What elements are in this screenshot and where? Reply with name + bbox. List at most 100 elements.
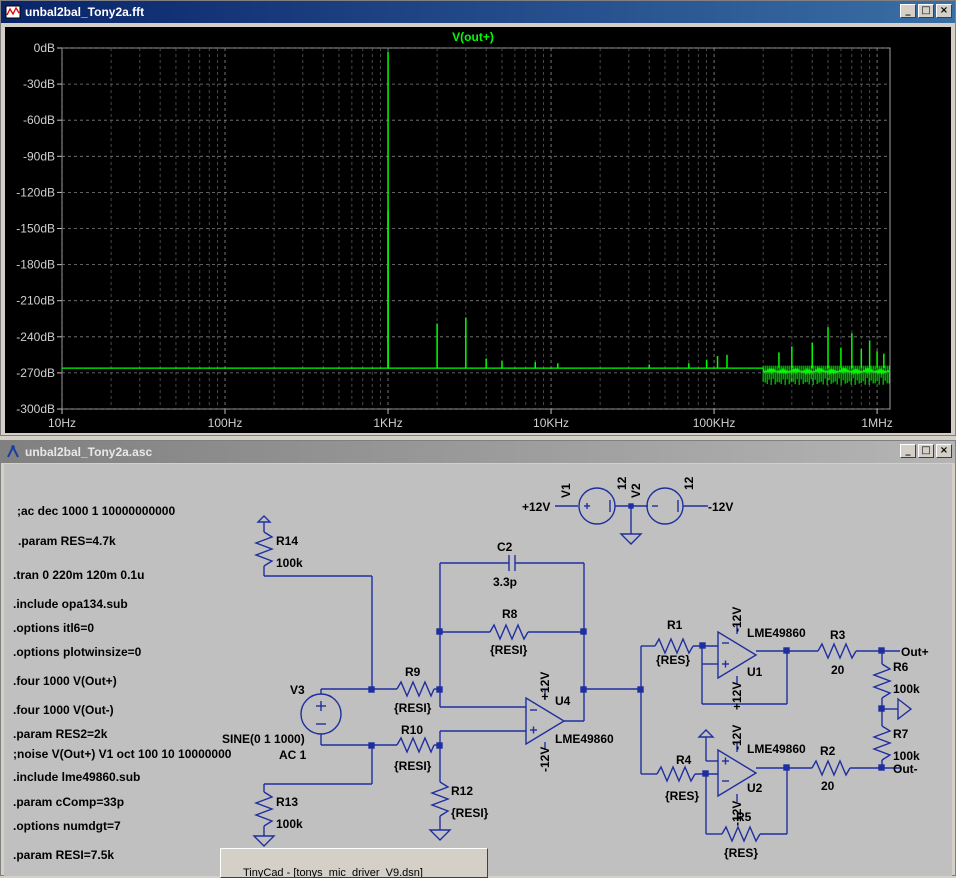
waveform-icon bbox=[5, 4, 21, 20]
u4-vpos: +12V bbox=[538, 672, 552, 700]
r7-label: R7 bbox=[893, 727, 909, 741]
u2-model: LME49860 bbox=[747, 742, 806, 756]
y-tick-label: -150dB bbox=[16, 222, 55, 236]
spice-directive[interactable]: .four 1000 V(Out+) bbox=[13, 674, 117, 688]
y-tick-label: -210dB bbox=[16, 294, 55, 308]
r10-value: {RESI} bbox=[394, 759, 432, 773]
close-button[interactable]: × bbox=[936, 4, 952, 18]
out-plus-label: Out+ bbox=[901, 645, 929, 659]
spice-directive[interactable]: .param RESI=7.5k bbox=[13, 848, 114, 862]
u1-label: U1 bbox=[747, 665, 763, 679]
spice-directive[interactable]: ;noise V(Out+) V1 oct 100 10 10000000 bbox=[13, 747, 232, 761]
v3-value: SINE(0 1 1000) bbox=[222, 732, 305, 746]
minus12v-label: -12V bbox=[708, 500, 733, 514]
r12-label: R12 bbox=[451, 784, 473, 798]
fft-window-title: unbal2bal_Tony2a.fft bbox=[25, 5, 145, 19]
r7-value: 100k bbox=[893, 749, 920, 763]
r10-label: R10 bbox=[401, 723, 423, 737]
schematic-icon bbox=[5, 444, 21, 460]
minimize-button[interactable]: _ bbox=[900, 444, 916, 458]
schematic-drawing[interactable]: ;ac dec 1000 1 10000000000 .param RES=4.7… bbox=[4, 464, 952, 876]
r8-label: R8 bbox=[502, 607, 518, 621]
spice-directive[interactable]: .include lme49860.sub bbox=[13, 770, 140, 784]
r8-value: {RESI} bbox=[490, 643, 528, 657]
y-tick-label: -120dB bbox=[16, 185, 55, 199]
u1-vneg: -12V bbox=[730, 607, 744, 632]
r6-label: R6 bbox=[893, 660, 909, 674]
v2-value: 12 bbox=[682, 476, 696, 490]
y-tick-label: -180dB bbox=[16, 258, 55, 272]
r5-label: R5 bbox=[736, 810, 752, 824]
x-tick-label: 100KHz bbox=[693, 416, 736, 430]
maximize-button[interactable]: □ bbox=[918, 4, 934, 18]
spice-directive[interactable]: .include opa134.sub bbox=[13, 597, 128, 611]
x-tick-label: 10KHz bbox=[533, 416, 569, 430]
fft-window: unbal2bal_Tony2a.fft _ □ × 0dB -30dB -60dB… bbox=[0, 0, 956, 436]
minimize-button[interactable]: _ bbox=[900, 4, 916, 18]
maximize-button[interactable]: □ bbox=[918, 444, 934, 458]
x-tick-label: 1KHz bbox=[373, 416, 402, 430]
noise-floor-trace bbox=[62, 366, 891, 376]
v1-label: V1 bbox=[559, 483, 573, 498]
u1-model: LME49860 bbox=[747, 626, 806, 640]
fft-chart[interactable]: 0dB -30dB -60dB -90dB -120dB -150dB -180dB -210… bbox=[5, 27, 951, 433]
spice-directive[interactable]: .four 1000 V(Out-) bbox=[13, 703, 114, 717]
u4-label: U4 bbox=[555, 694, 571, 708]
r2-value: 20 bbox=[821, 779, 835, 793]
v3-label: V3 bbox=[290, 683, 305, 697]
schematic-titlebar[interactable]: unbal2bal_Tony2a.asc _ □ × bbox=[1, 441, 955, 463]
y-tick-label: -240dB bbox=[16, 330, 55, 344]
r1-value: {RES} bbox=[656, 653, 690, 667]
spice-directive[interactable]: .param RES2=2k bbox=[13, 727, 108, 741]
r13-value: 100k bbox=[276, 817, 303, 831]
y-tick-label: -90dB bbox=[23, 149, 55, 163]
v2-label: V2 bbox=[629, 483, 643, 498]
spice-directive[interactable]: .param cComp=33p bbox=[13, 795, 124, 809]
r12-value: {RESI} bbox=[451, 806, 489, 820]
schematic-canvas[interactable]: ;ac dec 1000 1 10000000000 .param RES=4.7… bbox=[4, 464, 952, 876]
spice-directive[interactable]: .options plotwinsize=0 bbox=[13, 645, 142, 659]
c2-label: C2 bbox=[497, 540, 513, 554]
u2-label: U2 bbox=[747, 781, 763, 795]
r9-label: R9 bbox=[405, 665, 421, 679]
fft-titlebar[interactable]: unbal2bal_Tony2a.fft _ □ × bbox=[1, 1, 955, 23]
r6-value: 100k bbox=[893, 682, 920, 696]
r2-label: R2 bbox=[820, 744, 836, 758]
taskbar-item-label: TinyCad - [tonys_mic_driver_V9.dsn] bbox=[243, 867, 423, 878]
plus12v-label: +12V bbox=[522, 500, 550, 514]
r4-value: {RES} bbox=[665, 789, 699, 803]
r9-value: {RESI} bbox=[394, 701, 432, 715]
r3-value: 20 bbox=[831, 663, 845, 677]
v3-ac: AC 1 bbox=[279, 748, 307, 762]
spice-directive[interactable]: .options numdgt=7 bbox=[13, 819, 121, 833]
x-tick-label: 10Hz bbox=[48, 416, 76, 430]
y-tick-label: -30dB bbox=[23, 77, 55, 91]
u2-vneg-top: -12V bbox=[730, 725, 744, 750]
c2-value: 3.3p bbox=[493, 575, 517, 589]
y-tick-label: 0dB bbox=[34, 41, 55, 55]
r1-label: R1 bbox=[667, 618, 683, 632]
y-tick-label: -60dB bbox=[23, 113, 55, 127]
r5-value: {RES} bbox=[724, 846, 758, 860]
u4-model: LME49860 bbox=[555, 732, 614, 746]
v1-plus-sign bbox=[584, 503, 590, 509]
close-button[interactable]: × bbox=[936, 444, 952, 458]
r13-label: R13 bbox=[276, 795, 298, 809]
r14-value: 100k bbox=[276, 556, 303, 570]
u1-vpos: +12V bbox=[730, 682, 744, 710]
fft-plot-area[interactable]: 0dB -30dB -60dB -90dB -120dB -150dB -180dB -210… bbox=[5, 27, 951, 433]
spice-directive[interactable]: .tran 0 220m 120m 0.1u bbox=[13, 568, 144, 582]
taskbar-tinycad-button[interactable]: TinyCad - [tonys_mic_driver_V9.dsn] bbox=[220, 848, 488, 878]
v1-value: 12 bbox=[615, 476, 629, 490]
y-tick-label: -270dB bbox=[16, 366, 55, 380]
spice-directive[interactable]: .options itl6=0 bbox=[13, 621, 94, 635]
y-tick-label: -300dB bbox=[16, 402, 55, 416]
r14-label: R14 bbox=[276, 534, 298, 548]
u4-vneg: -12V bbox=[538, 747, 552, 772]
u2-vneg-bottom: -12V bbox=[730, 801, 744, 826]
trace-label[interactable]: V(out+) bbox=[452, 30, 494, 44]
spice-directive[interactable]: ;ac dec 1000 1 10000000000 bbox=[17, 504, 175, 518]
x-tick-label: 1MHz bbox=[861, 416, 892, 430]
out-minus-label: Out- bbox=[893, 762, 918, 776]
spice-directive[interactable]: .param RES=4.7k bbox=[18, 534, 116, 548]
